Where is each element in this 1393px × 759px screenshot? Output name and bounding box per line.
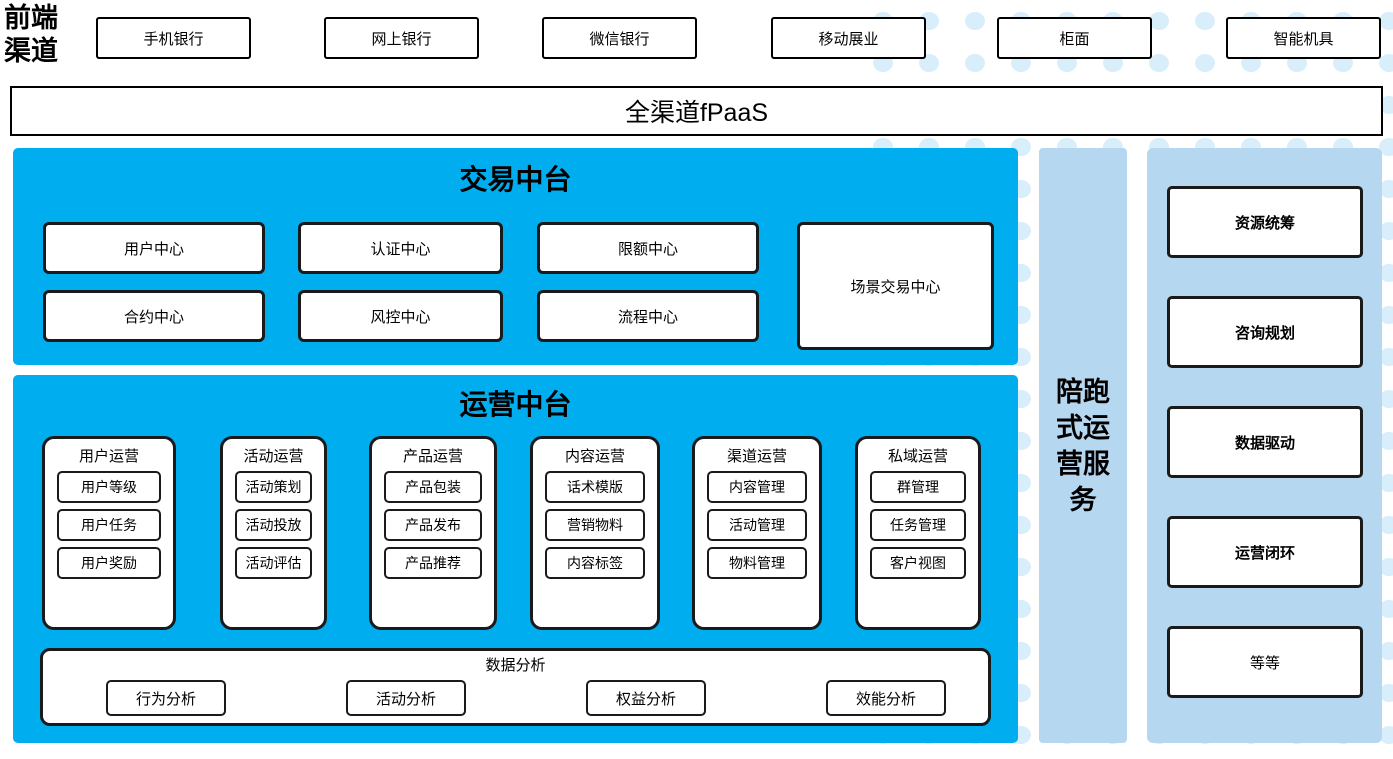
trade-center-tile[interactable]: 流程中心 <box>537 290 759 342</box>
ops-group-card: 内容运营话术模版营销物料内容标签 <box>530 436 660 630</box>
ops-group-item[interactable]: 客户视图 <box>870 547 966 579</box>
ops-group-item[interactable]: 产品包装 <box>384 471 482 503</box>
ops-group-item[interactable]: 话术模版 <box>545 471 645 503</box>
data-analysis-item[interactable]: 权益分析 <box>586 680 706 716</box>
ops-group-item[interactable]: 产品发布 <box>384 509 482 541</box>
ops-group-title: 内容运营 <box>564 448 625 465</box>
accompanying-operation-service-column: 陪跑式运营服务 <box>1039 148 1127 743</box>
ops-platform-title: 运营中台 <box>459 390 572 421</box>
data-analysis-item[interactable]: 效能分析 <box>826 680 946 716</box>
ops-group-card: 私域运营群管理任务管理客户视图 <box>855 436 981 630</box>
ops-group-item[interactable]: 活动管理 <box>707 509 807 541</box>
ops-group-card: 用户运营用户等级用户任务用户奖励 <box>42 436 176 630</box>
ops-group-title: 私域运营 <box>887 448 948 465</box>
ops-group-item[interactable]: 活动投放 <box>235 509 312 541</box>
front-channel-label-line2: 渠道 <box>4 36 58 66</box>
trade-center-tile[interactable]: 用户中心 <box>43 222 265 274</box>
ops-group-item[interactable]: 活动评估 <box>235 547 312 579</box>
capability-tile[interactable]: 运营闭环 <box>1167 516 1363 588</box>
ops-group-item[interactable]: 任务管理 <box>870 509 966 541</box>
channel-box[interactable]: 移动展业 <box>771 17 926 59</box>
capability-tile[interactable]: 数据驱动 <box>1167 406 1363 478</box>
capability-tile[interactable]: 咨询规划 <box>1167 296 1363 368</box>
ops-group-item[interactable]: 用户奖励 <box>57 547 161 579</box>
trade-center-tile[interactable]: 认证中心 <box>298 222 503 274</box>
channel-box[interactable]: 智能机具 <box>1226 17 1381 59</box>
ops-group-item[interactable]: 用户任务 <box>57 509 161 541</box>
ops-group-item[interactable]: 内容管理 <box>707 471 807 503</box>
ops-group-title: 渠道运营 <box>726 448 787 465</box>
channel-box[interactable]: 微信银行 <box>542 17 697 59</box>
data-analysis-item[interactable]: 行为分析 <box>106 680 226 716</box>
accompanying-operation-service-label: 陪跑式运营服务 <box>1056 376 1110 515</box>
ops-group-item[interactable]: 活动策划 <box>235 471 312 503</box>
front-channel-label-line1: 前端 <box>4 3 58 33</box>
ops-group-card: 活动运营活动策划活动投放活动评估 <box>220 436 327 630</box>
trade-platform-title: 交易中台 <box>459 165 572 196</box>
omnichannel-fpaas-bar[interactable]: 全渠道fPaaS <box>10 86 1383 136</box>
trade-center-tile[interactable]: 场景交易中心 <box>797 222 994 350</box>
trade-center-tile[interactable]: 风控中心 <box>298 290 503 342</box>
trade-center-tile[interactable]: 限额中心 <box>537 222 759 274</box>
data-analysis-item[interactable]: 活动分析 <box>346 680 466 716</box>
ops-group-item[interactable]: 物料管理 <box>707 547 807 579</box>
ops-group-item[interactable]: 内容标签 <box>545 547 645 579</box>
ops-group-card: 渠道运营内容管理活动管理物料管理 <box>692 436 822 630</box>
front-channel-label: 前端 渠道 <box>4 2 82 68</box>
channel-box[interactable]: 手机银行 <box>96 17 251 59</box>
trade-platform-panel: 交易中台 用户中心认证中心限额中心场景交易中心合约中心风控中心流程中心 <box>13 148 1018 365</box>
data-analysis-title: 数据分析 <box>485 657 546 674</box>
ops-group-card: 产品运营产品包装产品发布产品推荐 <box>369 436 497 630</box>
ops-group-item[interactable]: 营销物料 <box>545 509 645 541</box>
ops-group-title: 产品运营 <box>402 448 463 465</box>
channel-box[interactable]: 柜面 <box>997 17 1152 59</box>
ops-group-item[interactable]: 产品推荐 <box>384 547 482 579</box>
ops-group-item[interactable]: 群管理 <box>870 471 966 503</box>
channel-box[interactable]: 网上银行 <box>324 17 479 59</box>
capability-tile[interactable]: 等等 <box>1167 626 1363 698</box>
capability-tile[interactable]: 资源统筹 <box>1167 186 1363 258</box>
capability-panel: 资源统筹咨询规划数据驱动运营闭环等等 <box>1147 148 1382 743</box>
ops-group-title: 用户运营 <box>78 448 139 465</box>
trade-center-tile[interactable]: 合约中心 <box>43 290 265 342</box>
data-analysis-card: 数据分析 行为分析 活动分析 权益分析 效能分析 <box>40 648 991 726</box>
ops-group-item[interactable]: 用户等级 <box>57 471 161 503</box>
ops-group-title: 活动运营 <box>243 448 304 465</box>
